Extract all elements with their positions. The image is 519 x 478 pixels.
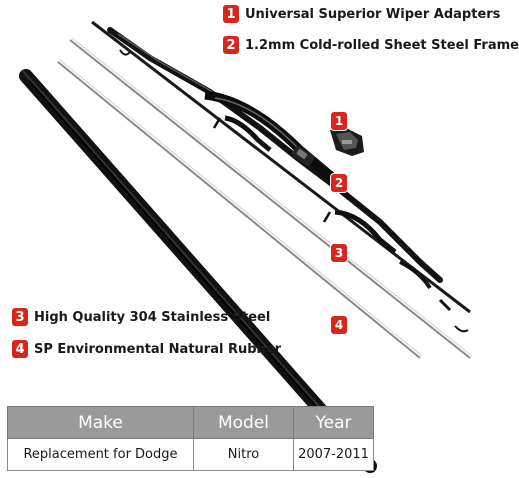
header-make: Make (7, 406, 194, 439)
cell-model: Nitro (193, 438, 294, 471)
feature-item-2: 2 1.2mm Cold-rolled Sheet Steel Frame (223, 36, 519, 54)
callout-2: 2 (331, 174, 347, 192)
table-row: Replacement for Dodge Nitro 2007-2011 (7, 438, 374, 471)
wiper-frame-icon (91, 20, 471, 333)
product-scene: 1 Universal Superior Wiper Adapters 2 1.… (7, 5, 519, 473)
feature-number-badge: 3 (12, 308, 28, 326)
feature-item-1: 1 Universal Superior Wiper Adapters (223, 5, 500, 23)
feature-text: Universal Superior Wiper Adapters (245, 6, 501, 22)
feature-text: High Quality 304 Stainless Steel (34, 309, 271, 325)
feature-text: SP Environmental Natural Rubber (34, 341, 282, 357)
feature-number-badge: 2 (223, 36, 239, 54)
callout-4: 4 (331, 316, 347, 334)
feature-number-badge: 4 (12, 340, 28, 358)
header-year: Year (293, 406, 374, 439)
steel-strip-icon (57, 37, 473, 359)
feature-item-4: 4 SP Environmental Natural Rubber (12, 340, 281, 358)
wiper-illustration (19, 20, 473, 473)
feature-number-badge: 1 (223, 5, 239, 23)
callout-3: 3 (331, 244, 347, 262)
callout-1: 1 (331, 112, 347, 130)
table-header-row: Make Model Year (7, 406, 374, 439)
adapter-icon (330, 128, 364, 156)
cell-year: 2007-2011 (293, 438, 374, 471)
feature-item-3: 3 High Quality 304 Stainless Steel (12, 308, 270, 326)
feature-text: 1.2mm Cold-rolled Sheet Steel Frame (245, 37, 519, 53)
cell-make: Replacement for Dodge (7, 438, 194, 471)
header-model: Model (193, 406, 294, 439)
compatibility-table: Make Model Year Replacement for Dodge Ni… (7, 406, 374, 471)
